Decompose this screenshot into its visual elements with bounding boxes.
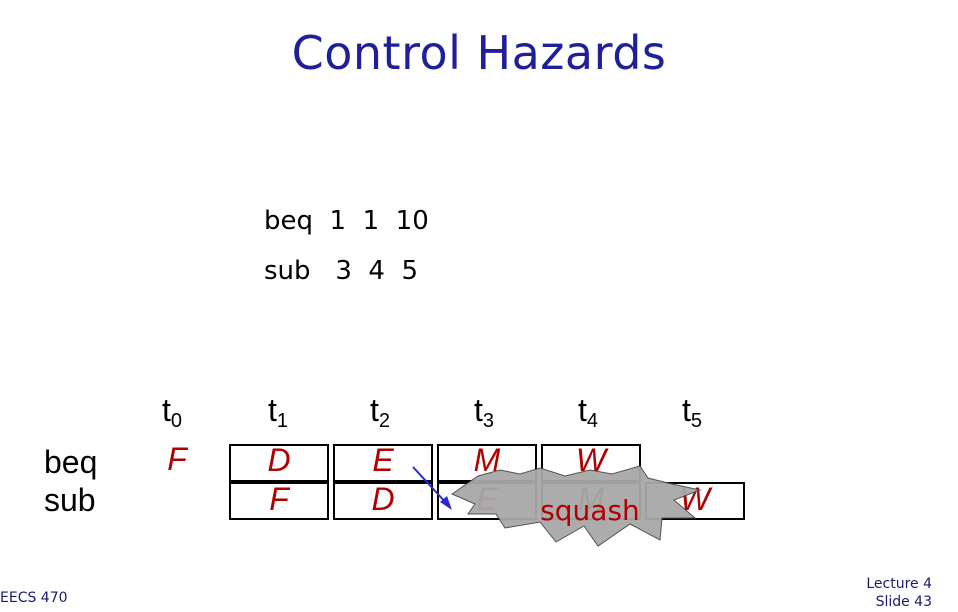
stage-beq-t0: F: [167, 441, 187, 477]
time-label-t2: t2: [370, 392, 391, 432]
footer-slide-number: Slide 43: [875, 594, 932, 610]
stage-sub-t2: D: [371, 481, 395, 517]
time-label-t4: t4: [578, 392, 599, 432]
time-label-t3: t3: [474, 392, 495, 432]
row-label-sub: sub: [44, 482, 96, 518]
forwarding-arrow-line: [412, 466, 449, 506]
stage-beq-t2: E: [372, 442, 394, 478]
pipeline-cell-beq-t1: [229, 444, 329, 482]
squash-label: squash: [540, 494, 640, 527]
slide-title: Control Hazards: [291, 26, 667, 80]
time-label-t5: t5: [682, 392, 703, 432]
squash-burst-shape: [450, 465, 702, 547]
forwarding-arrowhead: [440, 496, 452, 510]
pipeline-cell-sub-t1: [229, 482, 329, 520]
pipeline-cell-beq-t2: [333, 444, 433, 482]
code-line-sub: sub 3 4 5: [264, 256, 419, 286]
stage-sub-t1: F: [269, 481, 289, 517]
time-label-t0: t0: [162, 392, 183, 432]
row-label-beq: beq: [44, 444, 98, 480]
stage-beq-t1: D: [267, 442, 291, 478]
footer-lecture: Lecture 4: [866, 576, 932, 592]
time-label-t1: t1: [268, 392, 289, 432]
code-line-beq: beq 1 1 10: [264, 206, 429, 236]
pipeline-cell-sub-t2: [333, 482, 433, 520]
footer-course: EECS 470: [0, 590, 68, 606]
